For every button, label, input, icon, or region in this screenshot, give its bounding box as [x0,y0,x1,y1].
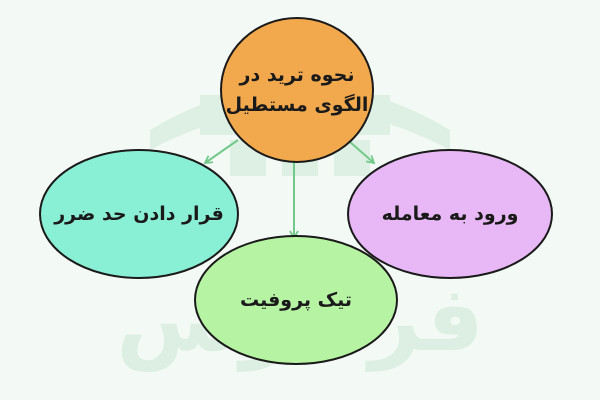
connector-to-right [349,141,376,165]
node-left-shape [39,149,239,279]
node-left-label: قرار دادن حد ضرر [54,203,224,225]
node-bottom-label: تیک پروفیت [239,289,353,311]
node-right-label: ورود به معامله [381,203,519,225]
node-center-line1: نحوه ترید در [239,64,355,86]
node-bottom-shape [194,235,398,365]
connector-to-left [203,139,239,165]
node-right-shape [347,149,553,279]
node-center-shape [220,17,374,163]
node-center-label: نحوه ترید در الگوی مستطیل [222,50,372,130]
node-center-line2: الگوی مستطیل [225,94,369,116]
